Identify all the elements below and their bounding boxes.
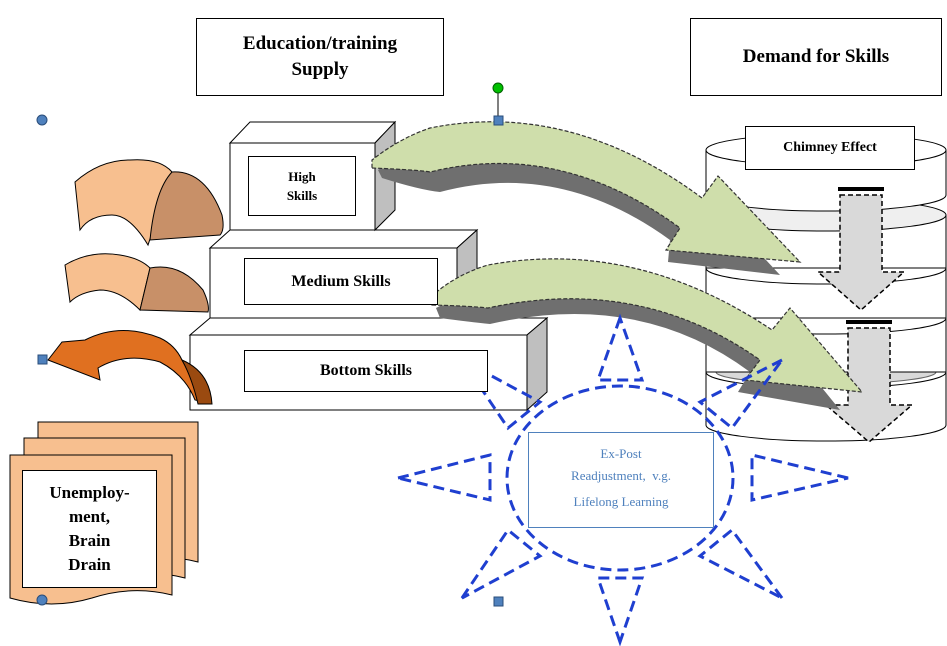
- chimney-arrow-lower: [823, 320, 915, 443]
- peach-curl-top: [74, 159, 224, 247]
- supply-header-line1: Education/training: [242, 33, 398, 54]
- readjustment-line2: Readjustment, v.g.: [571, 468, 671, 483]
- readjustment-line1: Ex-Post: [600, 446, 642, 461]
- chimney-effect-label: Chimney Effect: [783, 140, 877, 155]
- green-arrow-upper: [371, 121, 802, 275]
- medium-skills-label: Medium Skills: [291, 272, 391, 290]
- high-skills-line1: High: [288, 169, 316, 184]
- readjustment-line3: Lifelong Learning: [573, 494, 669, 509]
- unemployment-line3: Brain: [68, 531, 111, 550]
- orange-return-arrow: [47, 329, 213, 405]
- rotate-handle[interactable]: [492, 82, 504, 94]
- bottom-skills-label: Bottom Skills: [319, 362, 412, 379]
- peach-curl-middle: [64, 253, 209, 313]
- resize-handle-left[interactable]: [37, 354, 48, 365]
- green-arrow-lower: [431, 258, 864, 410]
- unemployment-box: Unemploy- ment, Brain Drain: [22, 470, 157, 588]
- high-skills-line2: Skills: [286, 188, 318, 203]
- medium-skills-box: Medium Skills: [244, 258, 438, 305]
- bottom-skills-box: Bottom Skills: [244, 350, 488, 392]
- supply-header-line2: Supply: [291, 59, 349, 80]
- unemployment-line4: Drain: [68, 555, 111, 574]
- resize-handle-top[interactable]: [493, 115, 504, 126]
- unemployment-line2: ment,: [68, 507, 111, 526]
- handle-dot-bottom-left[interactable]: [36, 594, 48, 606]
- high-skills-box: High Skills: [248, 156, 356, 216]
- chimney-effect-box: Chimney Effect: [745, 126, 915, 170]
- resize-handle-sun[interactable]: [493, 596, 504, 607]
- handle-dot-top-left[interactable]: [36, 114, 48, 126]
- chimney-arrow-upper: [816, 187, 906, 312]
- readjustment-box: Ex-Post Readjustment, v.g. Lifelong Lear…: [528, 432, 714, 528]
- demand-header-label: Demand for Skills: [742, 46, 890, 67]
- readjustment-sun: [397, 313, 849, 646]
- demand-header-box: Demand for Skills: [690, 18, 942, 96]
- supply-header-box: Education/training Supply: [196, 18, 444, 96]
- unemployment-line1: Unemploy-: [49, 483, 130, 502]
